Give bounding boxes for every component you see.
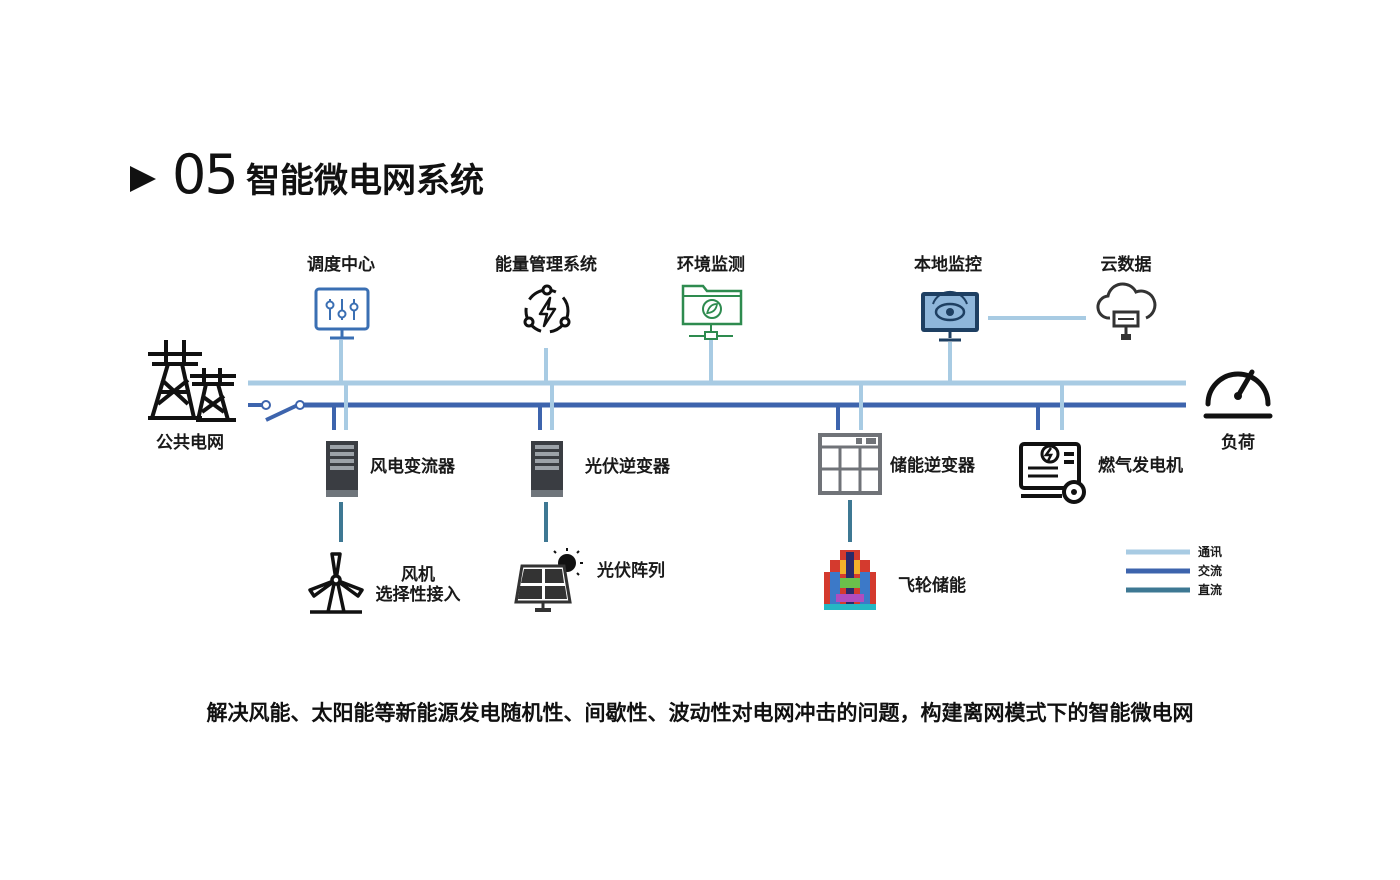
page-title: 智能微电网系统 [246,161,484,201]
gas-generator-icon [1019,442,1086,504]
wind-turbine-icon [308,552,364,614]
wind-converter-server-icon [326,441,358,497]
storage-inverter-label: 储能逆变器 [890,456,975,476]
grid-switch [248,400,305,422]
dispatch-monitor-icon [314,287,370,340]
flywheel-storage-icon [824,550,876,610]
environment-folder-icon [681,284,743,340]
public-grid-label: 公共电网 [156,433,224,453]
wind-turbine-label: 风机 [401,565,435,585]
pv-array-label: 光伏阵列 [597,561,665,581]
flywheel-label: 飞轮储能 [898,576,966,596]
local-monitor-eye-icon [921,290,979,342]
wind-selective-label: 选择性接入 [375,585,461,605]
dispatch-center-label: 调度中心 [307,255,375,275]
power-tower-icon [148,340,236,422]
pv-inverter-server-icon [531,441,563,497]
caption-text: 解决风能、太阳能等新能源发电随机性、间歇性、波动性对电网冲击的问题，构建离网模式… [206,701,1194,725]
solar-panel-icon [514,548,583,612]
load-gauge-icon [1203,369,1273,419]
load-label: 负荷 [1221,433,1255,453]
gas-generator-label: 燃气发电机 [1098,456,1183,476]
local-monitor-label: 本地监控 [914,255,982,275]
legend-ac-label: 交流 [1198,564,1223,578]
env-monitor-label: 环境监测 [677,255,745,275]
legend-comm-label: 通讯 [1198,545,1223,559]
cloud-data-icon [1096,282,1157,340]
legend-dc-label: 直流 [1198,583,1223,597]
title-arrow-icon [130,166,156,192]
pv-inverter-label: 光伏逆变器 [585,457,670,477]
cloud-data-label: 云数据 [1100,255,1152,275]
energy-management-icon [523,284,571,334]
section-number: 05 [172,143,239,206]
ems-label: 能量管理系统 [495,255,597,275]
storage-inverter-cabinet-icon [818,433,882,495]
wind-converter-label: 风电变流器 [370,457,455,477]
